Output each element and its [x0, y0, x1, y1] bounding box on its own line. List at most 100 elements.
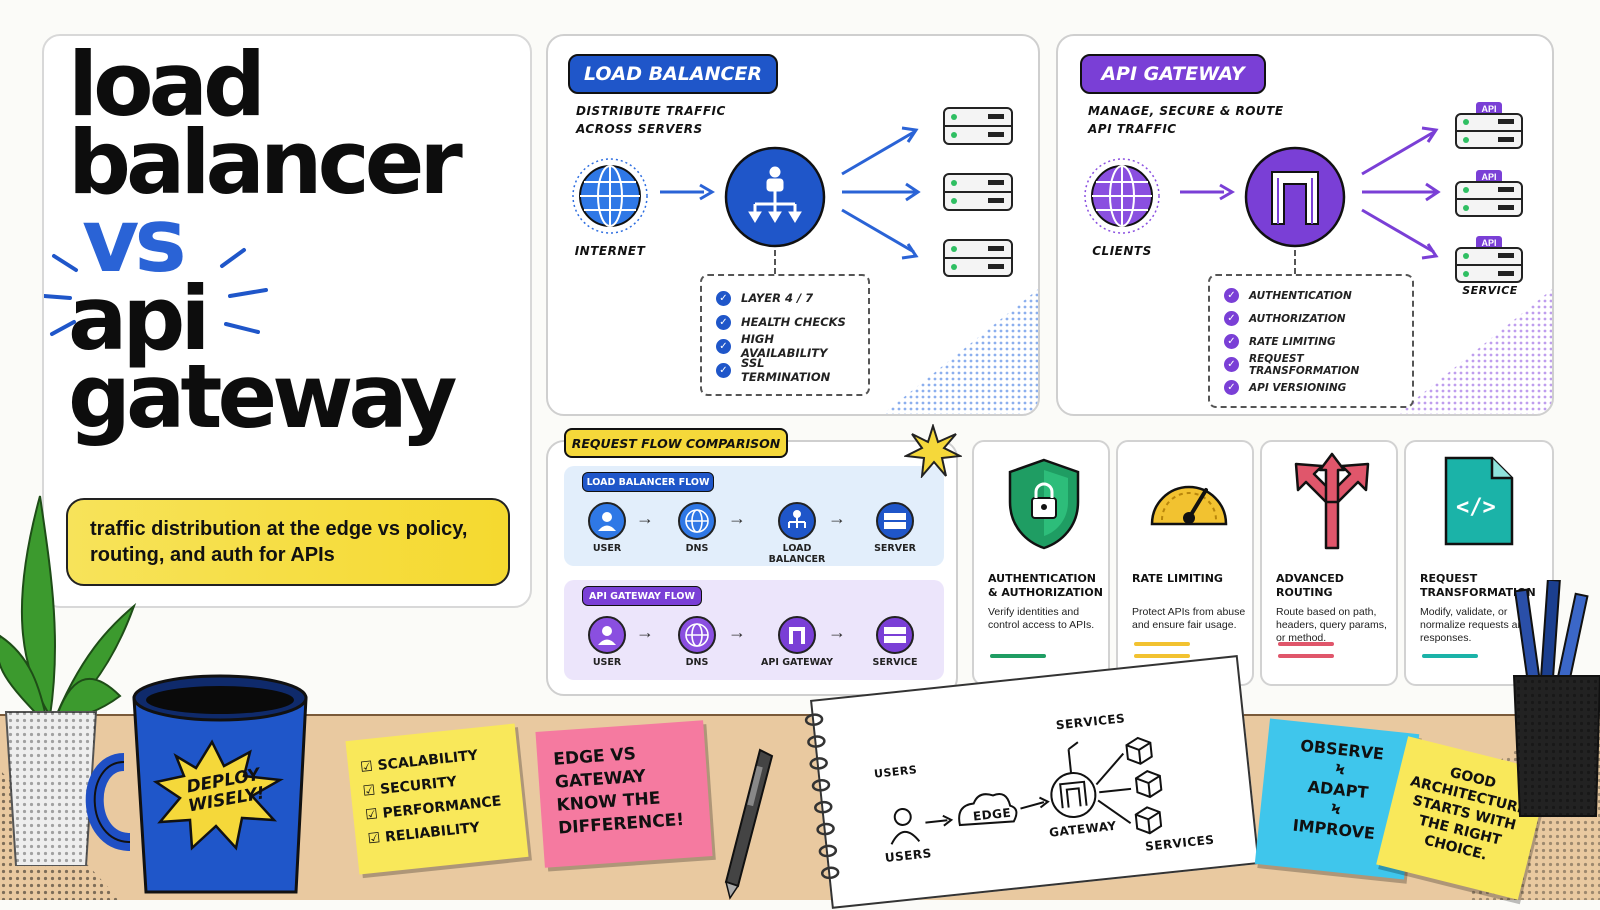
globe-icon — [678, 616, 716, 654]
lb-feature-item: ✓SSL TERMINATION — [716, 356, 854, 384]
arrow-icon: → — [636, 622, 654, 642]
checkbox-icon: ☑ — [364, 806, 379, 824]
check-icon: ✓ — [716, 362, 731, 378]
fanout-arrows — [841, 126, 921, 260]
coffee-mug: DEPLOY WISELY! — [84, 672, 314, 900]
check-icon: ✓ — [716, 314, 731, 330]
feature-title: AUTHENTICATION & AUTHORIZATION — [988, 572, 1103, 599]
hero-vs: vs — [82, 189, 187, 292]
user-icon — [588, 616, 626, 654]
gw-feature-item: ✓RATE LIMITING — [1224, 330, 1398, 353]
arrow-icon: → — [636, 508, 654, 528]
feature-card-rate-limiting: RATE LIMITING Protect APIs from abuse an… — [1116, 440, 1254, 686]
user-icon — [588, 502, 626, 540]
lb-description: DISTRIBUTE TRAFFIC ACROSS SERVERS — [576, 104, 726, 136]
api-service-node: API — [1454, 236, 1526, 284]
flow-comparison-panel: LOAD BALANCER FLOW → → → USER DNS LOAD B… — [546, 440, 958, 696]
feature-accent-line — [1278, 642, 1334, 646]
checkbox-icon: ☑ — [361, 782, 377, 800]
checklist: ☑ SCALABILITY ☑ SECURITY ☑ PERFORMANCE ☑… — [359, 741, 514, 852]
gw-feature-item: ✓REQUEST TRANSFORMATION — [1224, 353, 1398, 377]
feature-title: REQUEST TRANSFORMATION — [1420, 572, 1536, 599]
check-icon: ✓ — [1224, 311, 1239, 326]
mug-icon — [85, 674, 308, 894]
gw-feature-item: ✓AUTHORIZATION — [1224, 307, 1398, 330]
flow-step-label: SERVER — [874, 543, 916, 554]
gw-flow-title: API GATEWAY FLOW — [582, 586, 702, 606]
api-service-node: API — [1454, 170, 1526, 218]
server-icon — [1455, 113, 1523, 149]
server-icon — [1455, 247, 1523, 283]
hero-title-line1: load — [68, 34, 266, 136]
gw-description: MANAGE, SECURE & ROUTE API TRAFFIC — [1088, 104, 1284, 136]
lb-feature-item: ✓LAYER 4 / 7 — [716, 286, 854, 310]
sketch-diagram — [890, 736, 1163, 845]
pink-note: EDGE VS GATEWAY KNOW THE DIFFERENCE! — [535, 720, 713, 868]
flow-step-label: USER — [592, 543, 622, 554]
hero-subtitle: traffic distribution at the edge vs poli… — [90, 518, 468, 566]
hero-title-line2: balancer — [68, 111, 463, 214]
checklist-note: ☑ SCALABILITY ☑ SECURITY ☑ PERFORMANCE ☑… — [345, 723, 529, 875]
feature-desc: Modify, validate, or normalize requests … — [1420, 606, 1530, 644]
checkbox-icon: ☑ — [359, 758, 374, 776]
flow-step-label: USER — [592, 657, 622, 668]
connector-line — [774, 250, 778, 274]
pen-cup-decoration — [1512, 580, 1600, 817]
arrow-icon: → — [728, 508, 746, 528]
server-icon — [876, 502, 914, 540]
api-gateway-panel: API GATEWAY MANAGE, SECURE & ROUTE API T… — [1056, 34, 1554, 416]
globe-icon — [678, 502, 716, 540]
lb-flow-title: LOAD BALANCER FLOW — [582, 472, 714, 492]
arrow-icon: → — [828, 508, 846, 528]
api-tag: API — [1476, 170, 1502, 184]
feature-accent-line — [1278, 654, 1334, 658]
arrow-icon: → — [828, 622, 846, 642]
shield-lock-icon — [1008, 458, 1080, 550]
notebook-sketch: USERS USERS EDGE GATEWAY SERVICES SERVIC… — [804, 655, 1260, 909]
check-icon: ✓ — [1224, 288, 1239, 303]
flow-title-badge: REQUEST FLOW COMPARISON — [564, 428, 788, 458]
flow-step-label: DNS — [685, 543, 709, 554]
api-gateway-icon — [778, 616, 816, 654]
flow-step-label: SERVICE — [872, 657, 918, 668]
feature-accent-line — [1134, 642, 1190, 646]
feature-accent-line — [1134, 654, 1190, 658]
server-icon — [1455, 181, 1523, 217]
gw-feature-item: ✓AUTHENTICATION — [1224, 284, 1398, 307]
load-balancer-icon — [778, 502, 816, 540]
load-balancer-icon — [724, 146, 826, 248]
gw-source-label: CLIENTS — [1092, 244, 1152, 258]
check-icon: ✓ — [1224, 357, 1239, 372]
api-service-node: API — [1454, 102, 1526, 150]
globe-icon — [572, 158, 648, 234]
gw-feature-item: ✓API VERSIONING — [1224, 376, 1398, 399]
gw-service-label: SERVICE — [1462, 284, 1518, 297]
feature-title: RATE LIMITING — [1132, 572, 1223, 585]
pen-decoration — [724, 748, 774, 900]
burst-lines — [44, 248, 268, 336]
lb-feature-list: ✓LAYER 4 / 7 ✓HEALTH CHECKS ✓HIGH AVAILA… — [700, 274, 870, 396]
feature-accent-line — [1422, 654, 1478, 658]
check-icon: ✓ — [1224, 334, 1239, 349]
load-balancer-panel: LOAD BALANCER DISTRIBUTE TRAFFIC ACROSS … — [546, 34, 1040, 416]
globe-icon — [1084, 158, 1160, 234]
plant-decoration — [0, 495, 137, 866]
halftone-corner — [1396, 289, 1552, 414]
fanout-arrows — [1361, 126, 1441, 260]
split-arrows-icon — [1294, 452, 1370, 550]
server-icon — [943, 173, 1013, 211]
flow-step-label: API GATEWAY — [761, 657, 833, 668]
arrow-icon — [1180, 183, 1235, 201]
hero-title-line3: api — [68, 267, 211, 370]
hero-card: load balancer vs api gateway traffic dis… — [42, 34, 532, 608]
code-document-icon: </> — [1444, 456, 1514, 546]
arrow-icon: → — [728, 622, 746, 642]
feature-title: ADVANCED ROUTING — [1276, 572, 1344, 599]
lb-badge: LOAD BALANCER — [568, 54, 778, 94]
server-icon — [876, 616, 914, 654]
feature-accent-line — [990, 654, 1046, 658]
feature-card-auth: AUTHENTICATION & AUTHORIZATION Verify id… — [972, 440, 1110, 686]
hero-subtitle-box: traffic distribution at the edge vs poli… — [66, 498, 510, 586]
pink-note-text: EDGE VS GATEWAY KNOW THE DIFFERENCE! — [552, 744, 685, 839]
arrow-icon — [660, 183, 715, 201]
